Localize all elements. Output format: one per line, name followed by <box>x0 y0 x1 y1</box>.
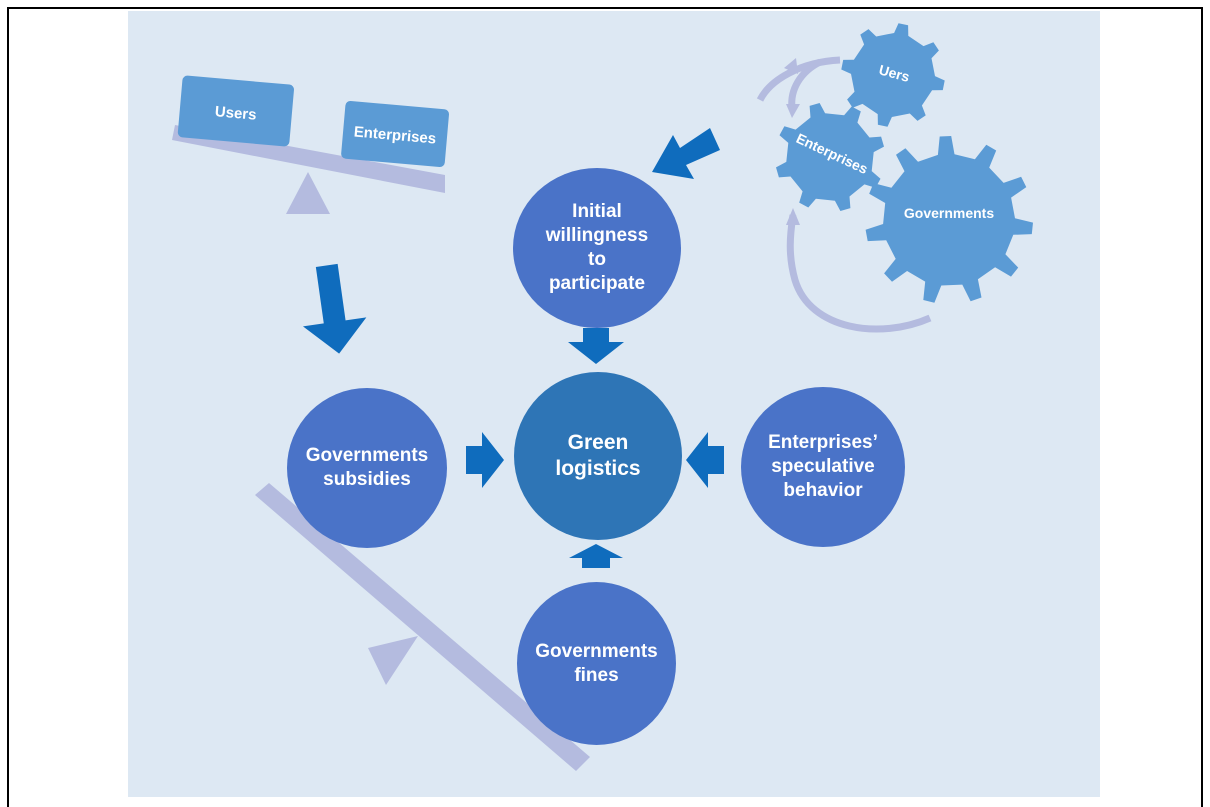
arrow-seesaw-to-subsidies <box>302 263 367 354</box>
gear-users-label: Uers <box>877 61 911 85</box>
seesaw-users-block: Users <box>177 75 294 147</box>
node-enterprises-speculative: Enterprises’ speculative behavior <box>741 387 905 547</box>
gear-governments <box>865 136 1033 303</box>
seesaw-bottom-fulcrum <box>368 636 418 685</box>
seesaw-bottom <box>255 483 590 771</box>
cycle-arrowhead-3 <box>786 104 800 118</box>
gear-enterprises <box>776 103 884 211</box>
seesaw-top-fulcrum <box>286 172 330 214</box>
gear-large-shape <box>865 136 1033 303</box>
arrow-top-to-center <box>568 328 624 364</box>
cycle-arc-top <box>756 56 841 102</box>
cycle-arrows <box>756 56 932 333</box>
node-green-logistics: Green logistics <box>514 372 682 540</box>
gear-small-shape <box>841 23 945 127</box>
arrow-bottom-to-center <box>569 544 623 568</box>
arrow-right-to-center <box>686 432 724 488</box>
cycle-arrowhead-1 <box>786 208 800 225</box>
gear-governments-label: Governments <box>904 205 994 221</box>
node-governments-subsidies: Governments subsidies <box>287 388 447 548</box>
node-initial-willingness: Initial willingness to participate <box>513 168 681 328</box>
arrow-left-to-center <box>466 432 504 488</box>
arrow-gears-to-willingness <box>652 128 720 179</box>
flow-arrows <box>302 128 724 568</box>
seesaw-top: Users Enterprises <box>172 75 450 214</box>
seesaw-users-label: Users <box>214 103 257 124</box>
seesaw-enterprises-block: Enterprises <box>341 100 450 168</box>
cycle-arc-mid <box>788 58 822 109</box>
seesaw-bottom-beam <box>255 483 590 771</box>
cycle-arc-bottom <box>786 214 932 333</box>
gear-mid-shape <box>776 103 884 211</box>
gear-users <box>841 23 945 127</box>
cycle-arrowhead-2 <box>784 58 798 74</box>
node-governments-fines: Governments fines <box>517 582 676 745</box>
